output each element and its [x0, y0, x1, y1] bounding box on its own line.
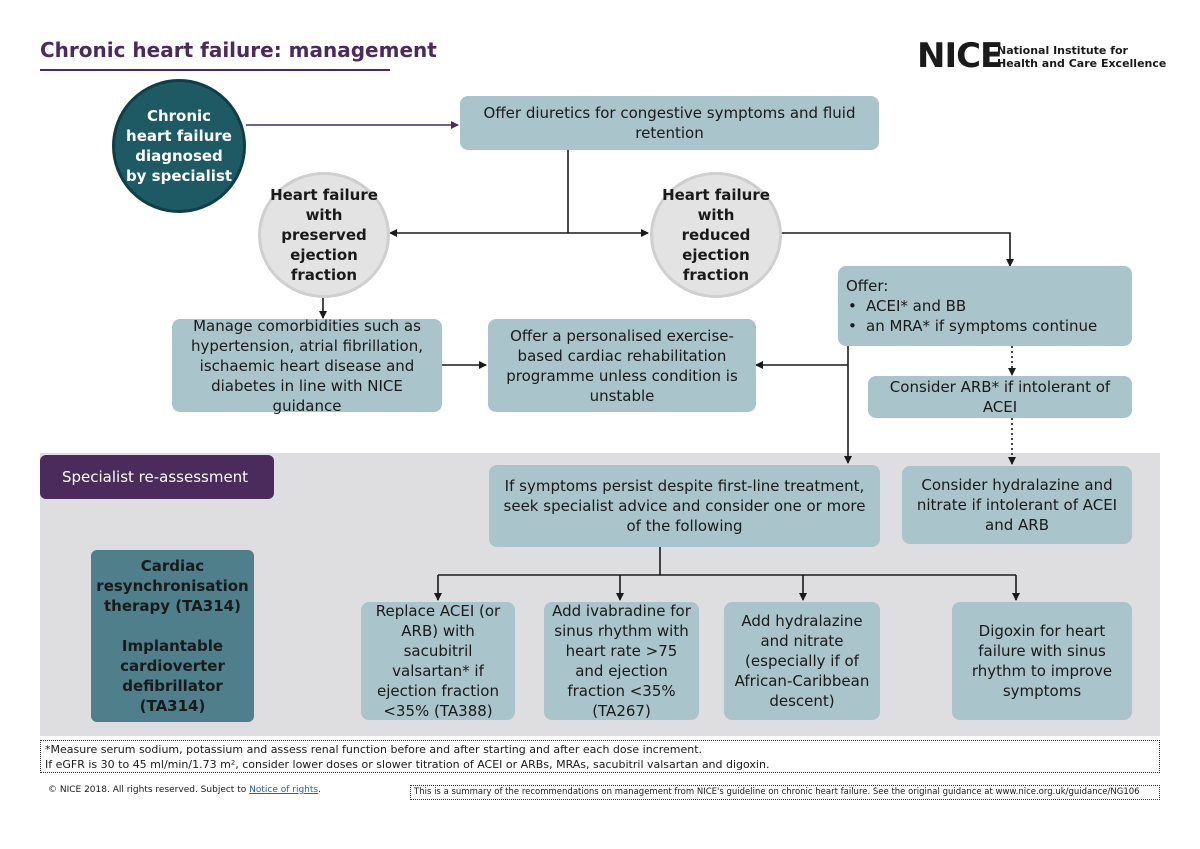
offer-title: Offer: [846, 277, 889, 295]
footnote-line-2: If eGFR is 30 to 45 ml/min/1.73 m², cons… [45, 758, 770, 771]
nice-logo: NICE National Institute for Health and C… [917, 38, 1167, 74]
devices-box: Cardiac resynchronisation therapy (TA314… [91, 550, 254, 722]
preserved-ef-node: Heart failure with preserved ejection fr… [258, 172, 390, 298]
logo-line-2: Health and Care Excellence [997, 57, 1167, 70]
arb-box: Consider ARB* if intolerant of ACEI [868, 376, 1132, 418]
specialist-reassessment-label: Specialist re-assessment [40, 455, 274, 499]
reduced-ef-node: Heart failure with reduced ejection frac… [650, 172, 782, 298]
notice-of-rights-link[interactable]: Notice of rights [249, 785, 319, 795]
icd-text: Implantable cardioverter defibrillator (… [120, 637, 225, 715]
diuretics-box: Offer diuretics for congestive symptoms … [460, 96, 879, 150]
crt-text: Cardiac resynchronisation therapy (TA314… [96, 557, 249, 615]
option-sacubitril-box: Replace ACEI (or ARB) with sacubitril va… [361, 602, 515, 720]
comorbidities-box: Manage comorbidities such as hypertensio… [172, 317, 442, 415]
copyright-period: . [318, 785, 321, 795]
title-underline [40, 69, 390, 71]
logo-line-1: National Institute for [997, 44, 1128, 57]
guidance-summary: This is a summary of the recommendations… [410, 785, 1160, 800]
copyright: © NICE 2018. All rights reserved. Subjec… [48, 785, 321, 795]
offer-item: an MRA* if symptoms continue [846, 316, 1097, 336]
option-digoxin-box: Digoxin for heart failure with sinus rhy… [952, 602, 1132, 720]
copyright-text: © NICE 2018. All rights reserved. Subjec… [48, 785, 247, 795]
page-title: Chronic heart failure: management [40, 38, 437, 62]
arrow-reduced-to-offer [780, 232, 1014, 267]
offer-list: ACEI* and BB an MRA* if symptoms continu… [846, 296, 1097, 336]
footnote: *Measure serum sodium, potassium and ass… [40, 740, 1160, 773]
offer-box: Offer: ACEI* and BB an MRA* if symptoms … [838, 266, 1132, 346]
logo-text: National Institute for Health and Care E… [997, 44, 1166, 70]
offer-item: ACEI* and BB [846, 296, 1097, 316]
option-hydralazine-box: Add hydralazine and nitrate (especially … [724, 602, 880, 720]
start-node: Chronic heart failure diagnosed by speci… [112, 79, 246, 213]
logo-mark: NICE [917, 36, 1003, 76]
hydralazine-intolerant-box: Consider hydralazine and nitrate if into… [902, 466, 1132, 544]
footnote-line-1: *Measure serum sodium, potassium and ass… [45, 743, 703, 756]
rehab-box: Offer a personalised exercise-based card… [488, 319, 756, 412]
persist-box: If symptoms persist despite first-line t… [489, 465, 880, 547]
option-ivabradine-box: Add ivabradine for sinus rhythm with hea… [544, 602, 699, 720]
